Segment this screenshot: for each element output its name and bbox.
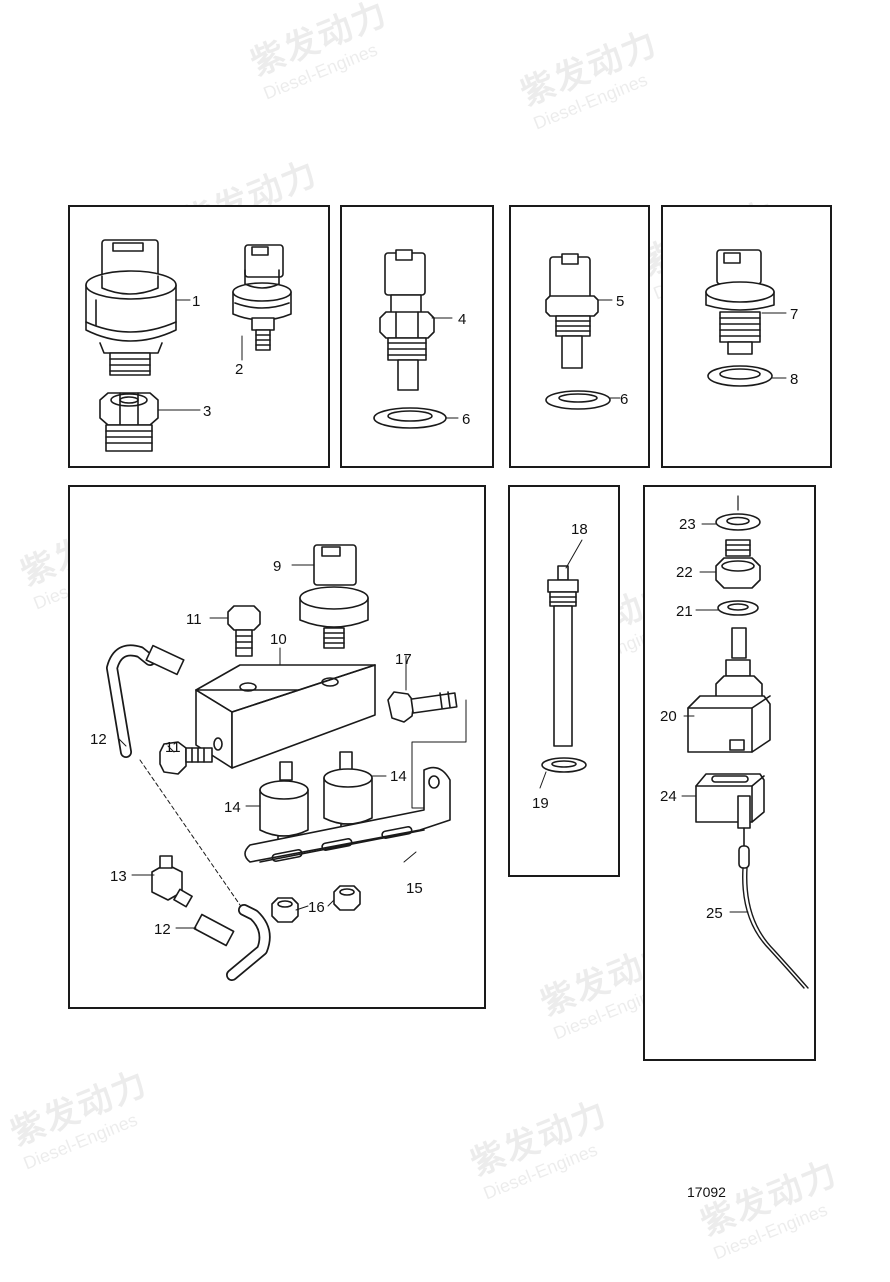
callout-12a: 12	[90, 731, 107, 748]
part-1-pressure-sender	[85, 239, 177, 376]
part-16-nut-right	[333, 885, 361, 911]
part-11-bolt-side	[159, 741, 213, 775]
part-12-hose	[106, 644, 271, 981]
callout-11b: 11	[165, 739, 181, 756]
part-21-washer	[717, 600, 759, 616]
callout-8: 8	[790, 371, 799, 388]
callout-22: 22	[676, 564, 693, 581]
callout-23: 23	[679, 516, 696, 533]
part-23-washer	[715, 513, 761, 531]
callout-5: 5	[616, 293, 625, 310]
part-20-sensor-body	[687, 627, 771, 753]
callout-10: 10	[270, 631, 287, 648]
callout-11a: 11	[186, 611, 202, 628]
part-6-washer-b	[545, 390, 611, 410]
part-4-temp-sender	[379, 249, 435, 391]
part-3-adapter	[99, 392, 159, 452]
callout-25: 25	[706, 905, 723, 922]
callout-7: 7	[790, 306, 799, 323]
callout-2: 2	[235, 361, 244, 378]
callout-4: 4	[458, 311, 467, 328]
callout-17: 17	[395, 651, 412, 668]
callout-21: 21	[676, 603, 693, 620]
part-7-sender	[705, 249, 775, 355]
callout-15: 15	[406, 880, 423, 897]
part-17-bolt	[387, 691, 458, 723]
part-16-nut-left	[271, 897, 299, 923]
callout-6b: 6	[620, 391, 629, 408]
part-18-probe	[547, 565, 579, 747]
part-13-elbow	[151, 855, 193, 908]
part-11-bolt-top	[227, 605, 261, 657]
part-8-washer	[707, 365, 773, 387]
part-14-mount-left	[259, 761, 309, 851]
drawing-number: 17092	[687, 1184, 726, 1200]
part-15-bracket	[244, 766, 451, 863]
callout-24: 24	[660, 788, 677, 805]
part-24-connector	[695, 773, 765, 829]
callout-18: 18	[571, 521, 588, 538]
callout-12b: 12	[154, 921, 171, 938]
part-2-pressure-sender	[232, 244, 292, 351]
part-22-nut	[715, 539, 761, 589]
part-9-pressure-sender	[299, 544, 369, 649]
callout-9: 9	[273, 558, 282, 575]
callout-6a: 6	[462, 411, 471, 428]
callout-20: 20	[660, 708, 677, 725]
part-25-wire	[738, 827, 809, 989]
part-6-washer-a	[373, 407, 447, 429]
callout-3: 3	[203, 403, 212, 420]
part-17-callout-leader	[411, 699, 467, 809]
callout-19: 19	[532, 795, 549, 812]
part-19-washer	[541, 757, 587, 773]
callout-16: 16	[308, 899, 325, 916]
callout-leaders	[117, 299, 787, 929]
part-5-temp-sender	[545, 253, 599, 369]
callout-13: 13	[110, 868, 127, 885]
callout-1: 1	[192, 293, 201, 310]
callout-14a: 14	[390, 768, 407, 785]
callout-14b: 14	[224, 799, 241, 816]
